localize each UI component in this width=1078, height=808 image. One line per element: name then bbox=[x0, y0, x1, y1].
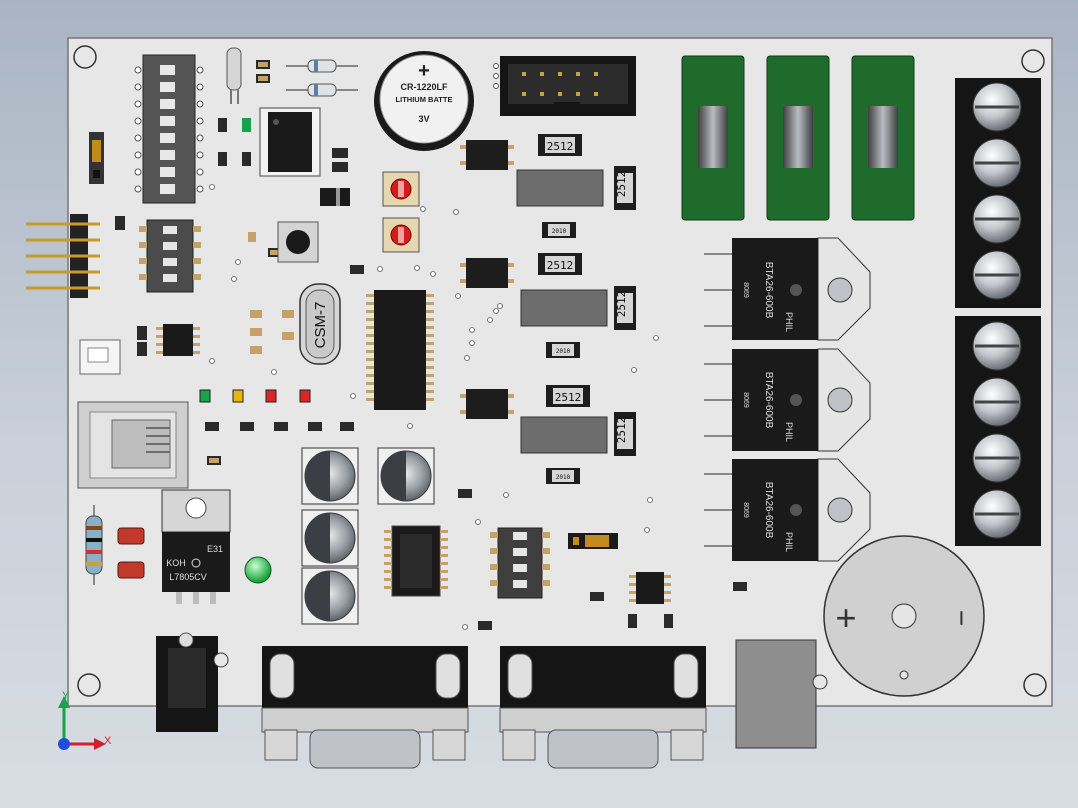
db9-connector-1[interactable] bbox=[261, 646, 469, 769]
resistor-2010-a: 2010 bbox=[542, 222, 576, 238]
resistor-2512-b: 2512 bbox=[614, 166, 636, 210]
triac-2: BTA26-600B 8069 PHIL bbox=[704, 348, 871, 452]
soic8-left bbox=[156, 324, 200, 356]
axis-y-label: Y bbox=[62, 690, 70, 702]
terminal-block-top[interactable] bbox=[955, 78, 1041, 308]
red-capacitors bbox=[117, 527, 145, 579]
idc-header-10[interactable] bbox=[493, 56, 637, 116]
resistor-2512-d: 2512 bbox=[614, 286, 636, 330]
rj11-jack[interactable] bbox=[77, 401, 189, 489]
pin-header-5[interactable] bbox=[26, 214, 100, 298]
resistor-2010-a-label: 2010 bbox=[552, 228, 567, 235]
usb-connector[interactable] bbox=[79, 339, 121, 375]
buzzer-plus-label: + bbox=[835, 597, 856, 638]
smd-leds-top bbox=[242, 118, 251, 132]
resistor-2512-d-label: 2512 bbox=[615, 291, 628, 318]
dip-switch-8[interactable] bbox=[134, 54, 204, 204]
voltage-regulator: E31 KOH L7805CV bbox=[161, 489, 231, 604]
triac-2-date-label: 8069 bbox=[742, 392, 749, 408]
resistor-2512-c-label: 2512 bbox=[547, 259, 574, 272]
reset-pushbutton[interactable] bbox=[277, 221, 319, 263]
triac-1-part-label: BTA26-600B bbox=[763, 262, 774, 319]
jumper-3pin[interactable] bbox=[568, 533, 618, 549]
regulator-brand-label: KOH bbox=[166, 558, 186, 568]
fuse-2 bbox=[766, 55, 830, 221]
mount-hole-right bbox=[812, 674, 828, 690]
resistor-2512-b-label: 2512 bbox=[615, 171, 628, 198]
triac-3: BTA26-600B 8069 PHIL bbox=[704, 458, 871, 562]
buzzer-minus-label: − bbox=[946, 610, 977, 626]
crystal-small bbox=[226, 47, 242, 104]
resistor-2010-b-label: 2010 bbox=[556, 348, 571, 355]
smd-diode bbox=[320, 188, 350, 206]
crystal-label: CSM-7 bbox=[312, 302, 329, 349]
jumper-header[interactable] bbox=[89, 132, 104, 184]
triac-3-brand-label: PHIL bbox=[784, 532, 794, 552]
resistor-2512-f: 2512 bbox=[614, 412, 636, 456]
smd-passives bbox=[115, 60, 747, 630]
dc-power-jack[interactable] bbox=[156, 632, 218, 732]
terminal-block-bottom[interactable] bbox=[955, 316, 1041, 546]
resistor-2010-c-label: 2010 bbox=[556, 474, 571, 481]
triac-2-part-label: BTA26-600B bbox=[763, 372, 774, 429]
microcontroller-soic28 bbox=[366, 290, 434, 410]
resistor-2512-e-label: 2512 bbox=[555, 391, 582, 404]
trim-pot-2[interactable] bbox=[382, 217, 420, 253]
fuse-3 bbox=[851, 55, 915, 221]
trim-pot-1[interactable] bbox=[382, 171, 420, 207]
axis-triad: Y X bbox=[58, 690, 112, 750]
regulator-part-label: L7805CV bbox=[169, 572, 207, 582]
resistor-2512-e: 2512 bbox=[546, 385, 590, 407]
battery-plus: + bbox=[418, 60, 430, 82]
triac-1-brand-label: PHIL bbox=[784, 312, 794, 332]
db9-connector-2[interactable] bbox=[499, 646, 707, 769]
resistor-2010-c: 2010 bbox=[546, 468, 580, 484]
resistor-2512-f-label: 2512 bbox=[615, 417, 628, 444]
battery-type-label: LITHIUM BATTE bbox=[396, 95, 453, 104]
triac-3-part-label: BTA26-600B bbox=[763, 482, 774, 539]
power-resistors bbox=[516, 169, 608, 454]
mounting-holes bbox=[73, 45, 1047, 697]
battery-voltage-label: 3V bbox=[418, 114, 429, 124]
resistor-2512-a: 2512 bbox=[538, 134, 582, 156]
indicator-leds bbox=[199, 389, 311, 403]
resistor-2512-a-label: 2512 bbox=[547, 140, 574, 153]
fuse-1 bbox=[681, 55, 745, 221]
mount-hole-small bbox=[213, 652, 229, 668]
axis-x-label: X bbox=[104, 735, 112, 747]
soic16-ic bbox=[384, 525, 448, 597]
buzzer: + − bbox=[823, 535, 985, 697]
resistor-2512-c: 2512 bbox=[538, 253, 582, 275]
dip-switch-4-left[interactable] bbox=[139, 219, 201, 293]
electrolytic-caps bbox=[301, 447, 435, 625]
soic8-right bbox=[629, 572, 671, 604]
optocouplers bbox=[460, 140, 514, 419]
dip-switch-4-right[interactable] bbox=[490, 527, 550, 599]
triac-3-date-label: 8069 bbox=[742, 502, 749, 518]
coin-battery: + CR-1220LF LITHIUM BATTE 3V bbox=[374, 51, 474, 151]
axial-resistor bbox=[85, 505, 103, 585]
regulator-code-label: E31 bbox=[207, 544, 223, 554]
axial-diodes bbox=[286, 59, 358, 97]
triac-1-date-label: 8069 bbox=[742, 282, 749, 298]
triac-1: BTA26-600B 8069 PHIL bbox=[704, 237, 871, 341]
battery-model-label: CR-1220LF bbox=[400, 82, 448, 92]
dip8-ic bbox=[259, 107, 321, 177]
grey-module bbox=[735, 639, 817, 749]
crystal-csm7: CSM-7 bbox=[299, 283, 341, 365]
triac-2-brand-label: PHIL bbox=[784, 422, 794, 442]
power-led bbox=[244, 556, 272, 584]
resistor-2010-b: 2010 bbox=[546, 342, 580, 358]
